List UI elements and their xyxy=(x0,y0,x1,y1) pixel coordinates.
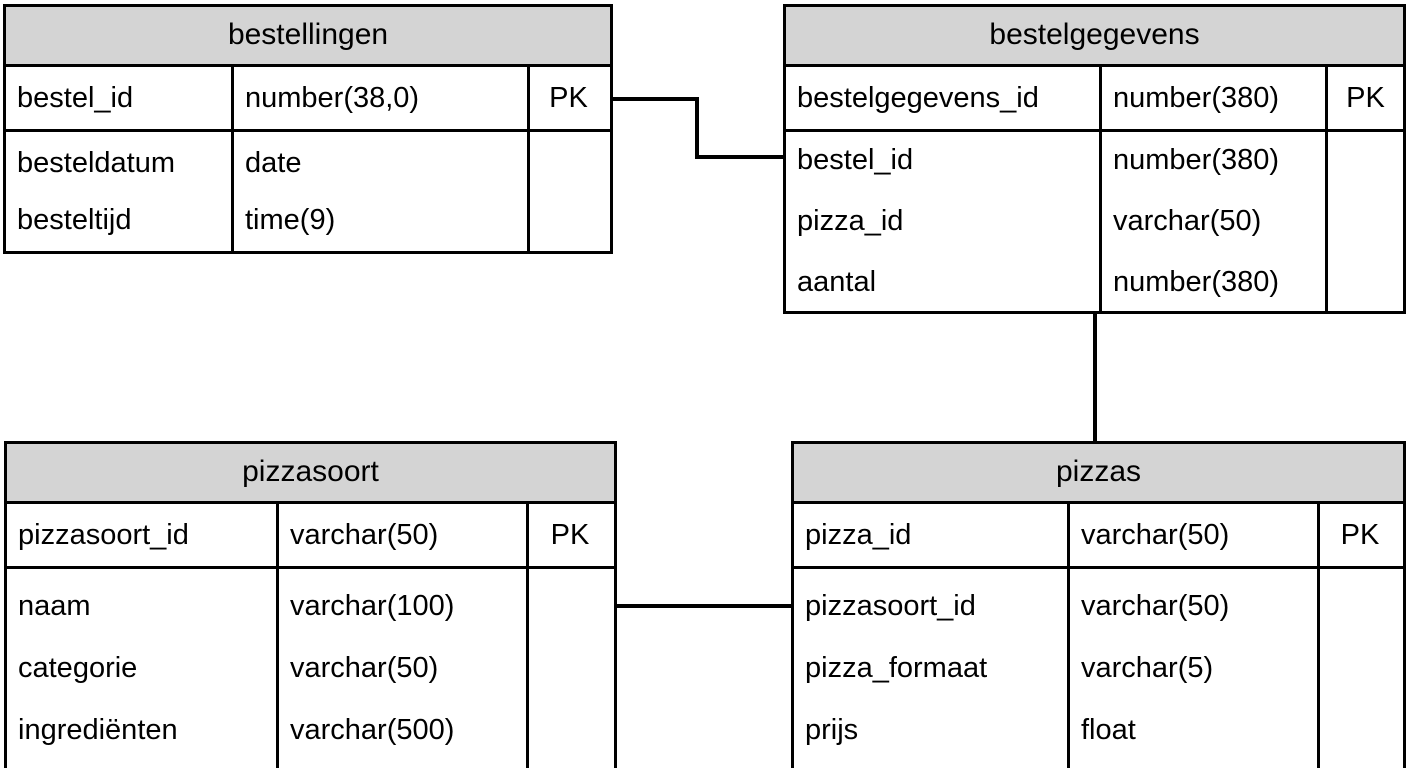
column-type: float xyxy=(1081,714,1136,746)
entity-pizzas-title: pizzas xyxy=(794,444,1403,504)
relationship-bestellingen-bestelgegevens-seg-h1 xyxy=(606,97,699,101)
column-type: varchar(100) xyxy=(290,590,455,622)
column-type: varchar(50) xyxy=(1081,518,1230,551)
column-type: number(38,0) xyxy=(245,81,420,114)
column-name: besteldatum xyxy=(17,146,175,179)
entity-pizzas-pk-row: pizza_id varchar(50) PK xyxy=(794,504,1403,569)
column-type: number(380) xyxy=(1113,144,1280,176)
entity-pizzas-attributes: pizzasoort_id pizza_formaat prijs varcha… xyxy=(794,569,1403,768)
column-name: naam xyxy=(18,590,91,622)
entity-pizzasoort-body: pizzasoort_id varchar(50) PK naam catego… xyxy=(7,504,614,768)
relationship-bestellingen-bestelgegevens-seg-h2 xyxy=(695,155,785,159)
entity-bestelgegevens[interactable]: bestelgegevens bestelgegevens_id number(… xyxy=(783,4,1406,314)
entity-bestelgegevens-pk-row: bestelgegevens_id number(380) PK xyxy=(786,67,1403,132)
column-type: varchar(50) xyxy=(1113,205,1262,237)
column-type: time(9) xyxy=(245,203,336,236)
entity-bestellingen-attributes: besteldatum besteltijd date time(9) xyxy=(6,132,610,251)
entity-bestellingen-pk-row: bestel_id number(38,0) PK xyxy=(6,67,610,132)
column-name: categorie xyxy=(18,652,138,684)
column-key-badge: PK xyxy=(1340,518,1380,551)
entity-pizzas-body: pizza_id varchar(50) PK pizzasoort_id pi… xyxy=(794,504,1403,768)
entity-pizzasoort-attributes: naam categorie ingrediënten varchar(100)… xyxy=(7,569,614,768)
column-type: varchar(50) xyxy=(290,652,439,684)
relationship-bestellingen-bestelgegevens-seg-v xyxy=(695,97,699,159)
column-name: pizza_id xyxy=(805,518,912,551)
entity-bestellingen[interactable]: bestellingen bestel_id number(38,0) PK xyxy=(3,4,613,254)
column-key-badge: PK xyxy=(550,518,590,551)
entity-bestelgegevens-title: bestelgegevens xyxy=(786,7,1403,67)
column-name: ingrediënten xyxy=(18,714,178,746)
column-name: bestel_id xyxy=(797,144,914,176)
column-name: pizzasoort_id xyxy=(18,518,189,551)
column-type: varchar(50) xyxy=(1081,590,1230,622)
relationship-bestelgegevens-pizzas-seg-v xyxy=(1093,305,1097,443)
entity-bestellingen-title: bestellingen xyxy=(6,7,610,67)
column-type: number(380) xyxy=(1113,266,1280,298)
entity-pizzasoort-pk-row: pizzasoort_id varchar(50) PK xyxy=(7,504,614,569)
column-type: varchar(5) xyxy=(1081,652,1214,684)
column-name: prijs xyxy=(805,714,859,746)
column-name: pizzasoort_id xyxy=(805,590,976,622)
entity-bestelgegevens-body: bestelgegevens_id number(380) PK bestel_… xyxy=(786,67,1403,311)
entity-pizzas[interactable]: pizzas pizza_id varchar(50) PK xyxy=(791,441,1406,768)
column-key-badge: PK xyxy=(549,81,588,114)
column-type: varchar(500) xyxy=(290,714,455,746)
column-name: besteltijd xyxy=(17,203,132,236)
entity-bestellingen-body: bestel_id number(38,0) PK besteldatum be… xyxy=(6,67,610,251)
column-key-badge: PK xyxy=(1346,81,1385,114)
column-name: aantal xyxy=(797,266,877,298)
entity-pizzasoort-title: pizzasoort xyxy=(7,444,614,504)
relationship-pizzasoort-pizzas-seg-h xyxy=(614,604,794,608)
entity-pizzasoort[interactable]: pizzasoort pizzasoort_id varchar(50) PK xyxy=(4,441,617,768)
entity-bestelgegevens-attributes: bestel_id pizza_id aantal number(380) va… xyxy=(786,132,1403,311)
column-type: number(380) xyxy=(1113,81,1280,114)
column-name: bestelgegevens_id xyxy=(797,81,1039,114)
column-name: pizza_id xyxy=(797,205,904,237)
column-type: varchar(50) xyxy=(290,518,439,551)
column-type: date xyxy=(245,146,302,179)
column-name: bestel_id xyxy=(17,81,134,114)
column-name: pizza_formaat xyxy=(805,652,988,684)
